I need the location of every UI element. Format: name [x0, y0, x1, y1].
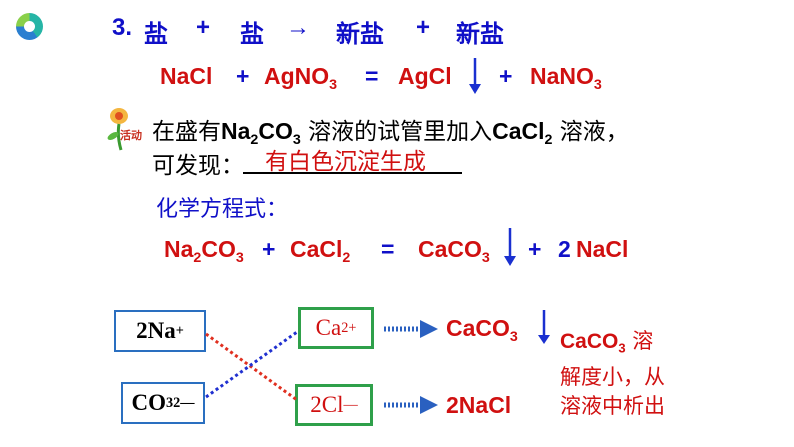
reaction2-reactant-2: CaCl2: [290, 236, 351, 266]
answer-underline: [243, 172, 462, 174]
reaction2-equals: =: [381, 236, 395, 262]
activity-answer: 有白色沉淀生成: [265, 149, 426, 175]
product-caco3: CaCO3: [446, 315, 518, 345]
heading-number: 3.: [112, 14, 133, 41]
heading-new-salt-1: 新盐: [336, 20, 384, 48]
reaction2-product-1: CaCO3: [418, 236, 490, 266]
precipitate-arrow-3-icon: [538, 310, 550, 344]
heading-plus-1: +: [196, 14, 211, 41]
reaction1-reactant-2: AgNO3: [264, 63, 338, 93]
heading-salt-2: 盐: [240, 20, 264, 48]
equation-label: 化学方程式：: [156, 197, 289, 222]
ion-box-sodium: 2Na+: [114, 310, 206, 352]
heading-plus-2: +: [416, 14, 431, 41]
reaction2-product-2: NaCl: [576, 236, 629, 262]
solubility-note: CaCO3 溶 解度小，从 溶液中析出: [560, 329, 665, 418]
reaction2-plus-2: +: [528, 236, 542, 262]
logo-icon: [16, 13, 43, 40]
ion-box-chloride: 2Cl—: [295, 384, 373, 426]
reaction1-equals: =: [365, 63, 379, 89]
reaction1-product-2: NaNO3: [530, 63, 602, 93]
heading-salt-1: 盐: [144, 20, 168, 48]
activity-icon-label: 活动: [120, 129, 142, 142]
reaction1-plus-2: +: [499, 63, 513, 89]
precipitate-arrow-2-icon: [504, 228, 516, 266]
reaction1-plus-1: +: [236, 63, 250, 89]
reaction2-plus-1: +: [262, 236, 276, 262]
activity-found-label: 可发现：: [152, 153, 244, 179]
block-arrow-1-icon: [384, 320, 438, 338]
activity-icon: [107, 108, 128, 151]
product-nacl: 2NaCl: [446, 392, 512, 418]
reaction1-product-1: AgCl: [398, 63, 452, 89]
heading-new-salt-2: 新盐: [456, 20, 504, 48]
reaction2-coefficient: 2: [558, 236, 571, 262]
reaction1-reactant-1: NaCl: [160, 63, 213, 89]
activity-text-line-1: 在盛有Na2CO3 溶液的试管里加入CaCl2 溶液，: [152, 118, 629, 148]
reaction2-reactant-1: Na2CO3: [164, 236, 244, 266]
heading-arrow: →: [286, 14, 310, 41]
block-arrow-2-icon: [384, 396, 438, 414]
precipitate-arrow-icon: [469, 58, 481, 94]
